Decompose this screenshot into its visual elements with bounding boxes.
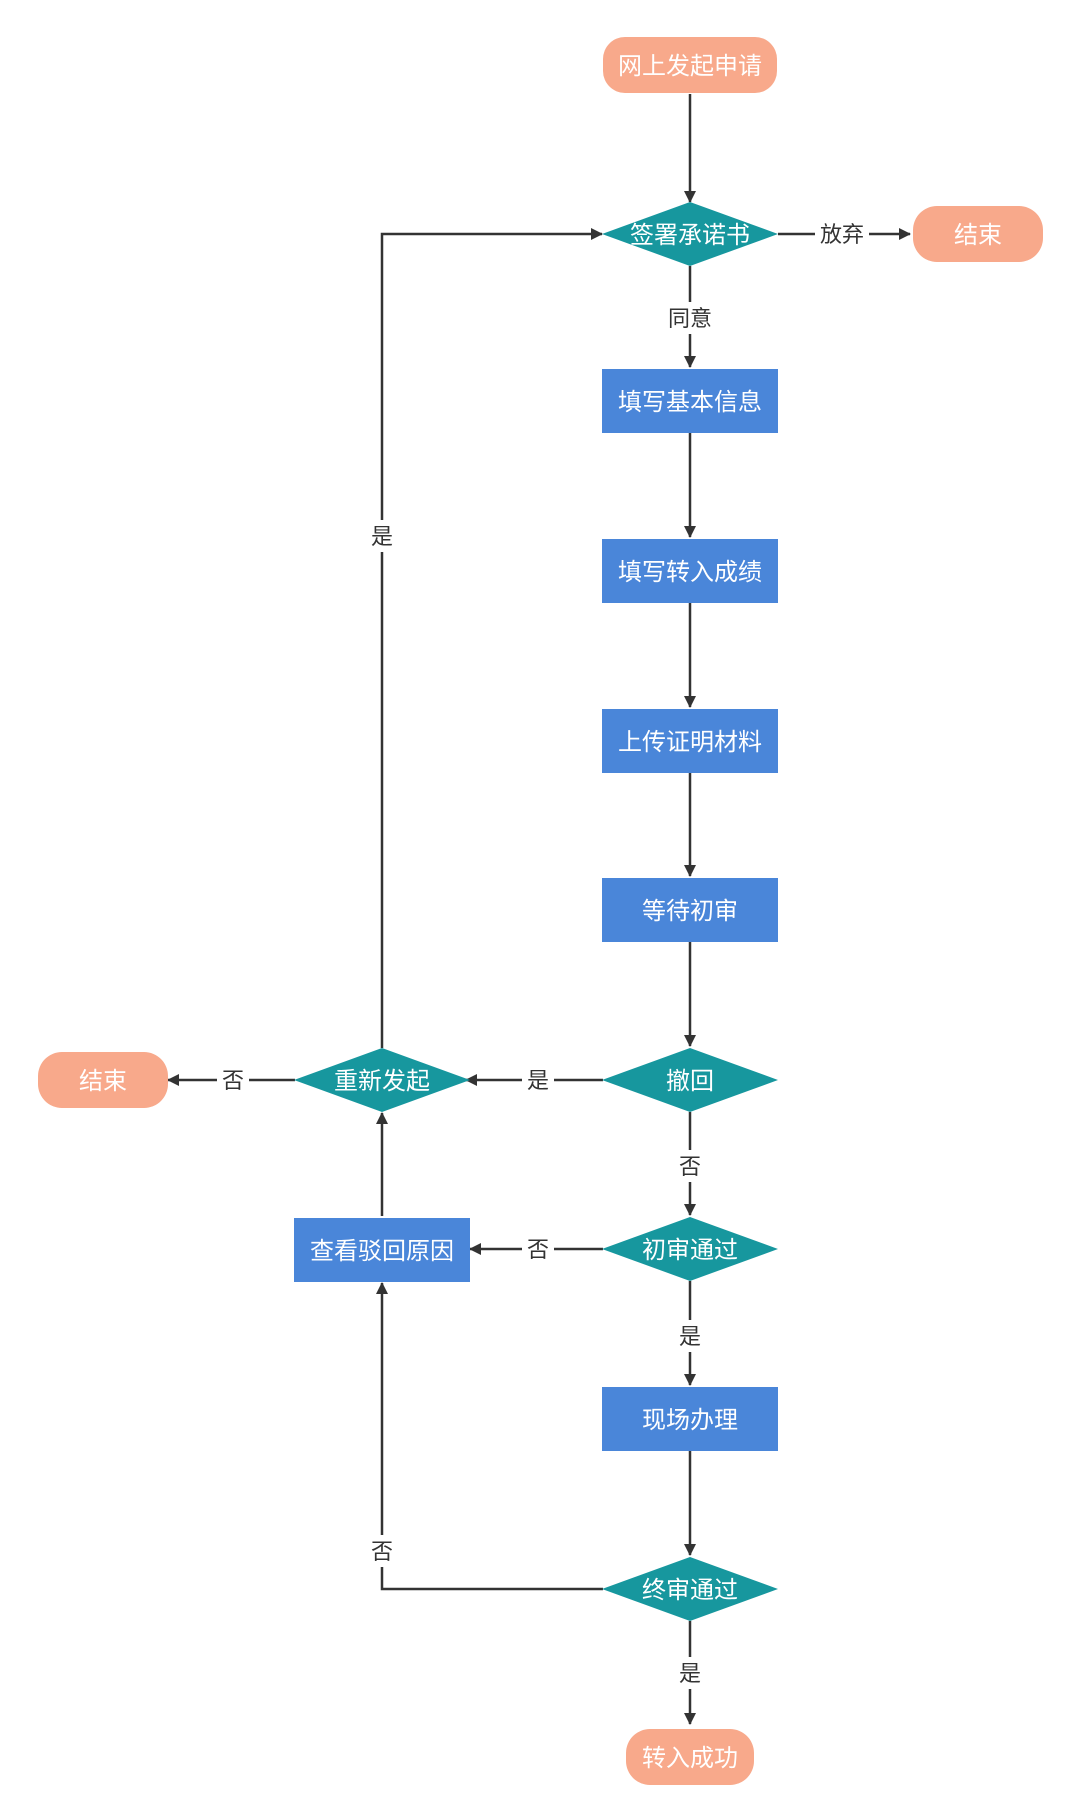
node-sign-commitment: 签署承诺书	[602, 202, 778, 266]
label-reinitiate-no: 否	[222, 1069, 244, 1094]
node-end-left-label: 结束	[79, 1067, 127, 1095]
node-wait-initial-review-label: 等待初审	[642, 897, 738, 925]
node-withdraw: 撤回	[602, 1048, 778, 1112]
node-fill-basic-info-label: 填写基本信息	[618, 388, 762, 416]
label-final-yes: 是	[679, 1662, 701, 1687]
node-upload-proof-label: 上传证明材料	[618, 728, 762, 756]
node-final-review-passed-label: 终审通过	[642, 1576, 738, 1604]
node-onsite-processing: 现场办理	[602, 1387, 778, 1451]
process-shape	[602, 709, 778, 773]
decision-shape	[602, 1048, 778, 1112]
label-agree: 同意	[668, 307, 712, 332]
node-upload-proof: 上传证明材料	[602, 709, 778, 773]
node-reinitiate: 重新发起	[294, 1048, 470, 1112]
node-initial-review-passed-label: 初审通过	[642, 1236, 738, 1264]
node-view-rejection-reason-label: 查看驳回原因	[310, 1237, 454, 1265]
terminal-shape	[626, 1729, 754, 1785]
node-withdraw-label: 撤回	[666, 1067, 714, 1095]
node-view-rejection-reason: 查看驳回原因	[294, 1218, 470, 1282]
process-shape	[294, 1218, 470, 1282]
edge-labels: 放弃 同意 是 是 否 否 否 是 否 是	[217, 218, 869, 1689]
process-shape	[602, 1387, 778, 1451]
terminal-shape	[38, 1052, 168, 1108]
label-abandon: 放弃	[820, 223, 864, 248]
decision-shape	[602, 202, 778, 266]
node-start-label: 网上发起申请	[618, 52, 762, 80]
edges	[167, 94, 911, 1725]
node-fill-transfer-grades: 填写转入成绩	[602, 539, 778, 603]
label-initial-no: 否	[527, 1238, 549, 1263]
process-shape	[602, 539, 778, 603]
edge-final-to-rejection	[376, 1282, 603, 1591]
node-transfer-success-label: 转入成功	[642, 1744, 738, 1772]
node-initial-review-passed: 初审通过	[602, 1217, 778, 1281]
node-start: 网上发起申请	[603, 37, 777, 93]
decision-shape	[602, 1557, 778, 1621]
process-shape	[602, 878, 778, 942]
decision-shape	[602, 1217, 778, 1281]
label-initial-yes: 是	[679, 1325, 701, 1350]
process-shape	[602, 369, 778, 433]
node-sign-commitment-label: 签署承诺书	[630, 221, 750, 249]
node-transfer-success: 转入成功	[626, 1729, 754, 1785]
node-reinitiate-label: 重新发起	[334, 1067, 430, 1095]
decision-shape	[294, 1048, 470, 1112]
label-withdraw-no: 否	[679, 1155, 701, 1180]
label-withdraw-yes: 是	[527, 1069, 549, 1094]
terminal-shape	[603, 37, 777, 93]
node-end-left: 结束	[38, 1052, 168, 1108]
terminal-shape	[913, 206, 1043, 262]
nodes: 网上发起申请 结束 结束 转入成功 填写基本信息 填写转入成绩 上传证明材料	[38, 37, 1043, 1785]
node-onsite-processing-label: 现场办理	[642, 1406, 738, 1434]
node-end-top: 结束	[913, 206, 1043, 262]
node-final-review-passed: 终审通过	[602, 1557, 778, 1621]
label-final-no: 否	[371, 1540, 393, 1565]
node-fill-basic-info: 填写基本信息	[602, 369, 778, 433]
node-fill-transfer-grades-label: 填写转入成绩	[618, 558, 762, 586]
edge-reinitiate-to-sign	[380, 228, 603, 1048]
label-reinitiate-yes: 是	[371, 525, 393, 550]
node-wait-initial-review: 等待初审	[602, 878, 778, 942]
node-end-top-label: 结束	[954, 221, 1002, 249]
